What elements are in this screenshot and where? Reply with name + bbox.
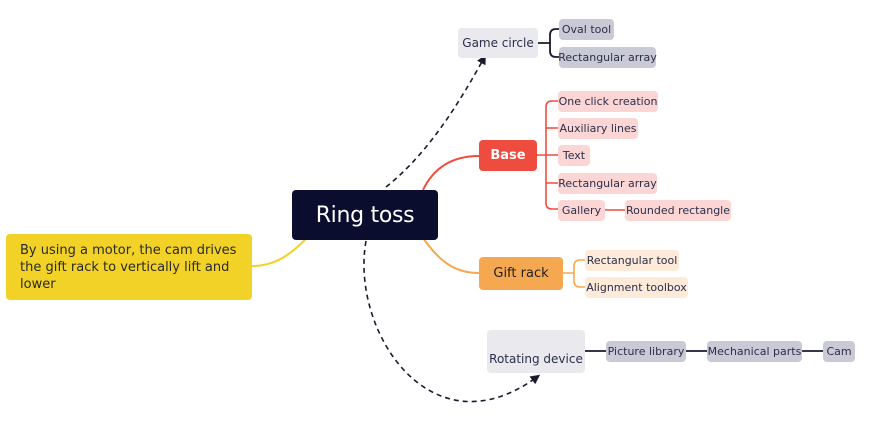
oval-tool-node[interactable]: Oval tool xyxy=(559,19,614,40)
connector-root-note xyxy=(251,237,308,267)
alignment-toolbox-node[interactable]: Alignment toolbox xyxy=(585,277,688,298)
gift-rack-node[interactable]: Gift rack xyxy=(479,257,563,290)
one-click-creation-node[interactable]: One click creation xyxy=(558,91,658,112)
relation-rotating-device xyxy=(363,240,541,403)
rectangular-tool-node[interactable]: Rectangular tool xyxy=(585,250,679,271)
relation-game-circle xyxy=(385,54,486,188)
bracket-gift-rack xyxy=(562,259,585,288)
bracket-game-circle xyxy=(537,28,559,58)
rectangular-array-node-game[interactable]: Rectangular array xyxy=(558,47,657,68)
text-node[interactable]: Text xyxy=(558,145,590,166)
rectangular-array-node-base[interactable]: Rectangular array xyxy=(558,173,657,194)
connector-root-base xyxy=(422,155,480,191)
rounded-rectangle-node[interactable]: Rounded rectangle xyxy=(625,200,731,221)
picture-library-node[interactable]: Picture library xyxy=(606,341,686,362)
auxiliary-lines-node[interactable]: Auxiliary lines xyxy=(558,118,638,139)
connector-root-giftrack xyxy=(422,237,480,274)
bracket-base xyxy=(537,100,558,210)
gallery-node[interactable]: Gallery xyxy=(558,200,605,221)
note-node[interactable]: By using a motor, the cam drives the gif… xyxy=(6,234,252,300)
root-node[interactable]: Ring toss xyxy=(292,190,438,240)
cam-node[interactable]: Cam xyxy=(823,341,855,362)
game-circle-node[interactable]: Game circle xyxy=(458,28,538,58)
mechanical-parts-node[interactable]: Mechanical parts xyxy=(707,341,802,362)
base-node[interactable]: Base xyxy=(479,140,537,171)
rotating-device-node[interactable]: Rotating device xyxy=(487,330,585,373)
